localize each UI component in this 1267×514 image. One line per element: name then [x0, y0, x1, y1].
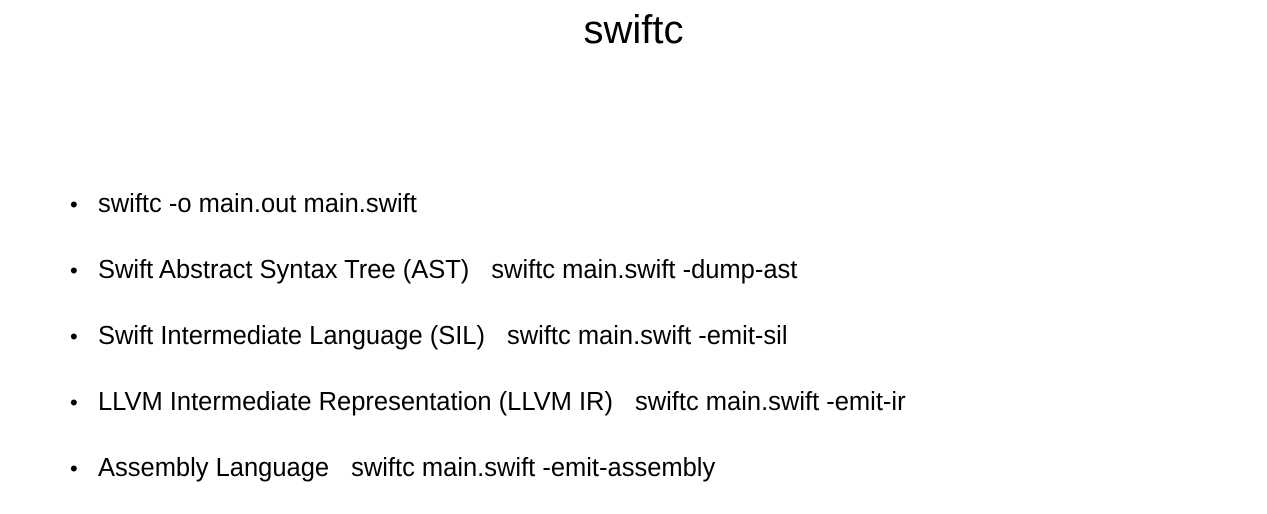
bullet-icon: • [70, 324, 78, 349]
list-item-body: Assembly Language swiftc main.swift -emit… [98, 448, 715, 488]
stage-label: swiftc -o main.out main.swift [98, 190, 417, 218]
stage-command: swiftc main.swift -emit-ir [634, 388, 906, 416]
list-item: • LLVM Intermediate Representation (LLVM… [70, 382, 1220, 448]
stage-command: swiftc main.swift -emit-sil [506, 322, 788, 350]
stage-label: LLVM Intermediate Representation (LLVM I… [98, 388, 613, 416]
stage-command: swiftc main.swift -emit-assembly [351, 454, 716, 482]
list-item: • swiftc -o main.out main.swift [70, 184, 1220, 250]
stage-label: Swift Abstract Syntax Tree (AST) [98, 256, 470, 284]
bullet-icon: • [70, 258, 78, 283]
bullet-icon: • [70, 390, 78, 415]
stage-command: swiftc main.swift -dump-ast [491, 256, 798, 284]
bullet-icon: • [70, 456, 78, 481]
page-title: swiftc [583, 8, 684, 52]
slide-canvas: swiftc • swiftc -o main.out main.swift •… [70, 8, 906, 482]
list-item-body: Swift Abstract Syntax Tree (AST) swiftc m… [98, 250, 797, 290]
list-item-body: Swift Intermediate Language (SIL) swiftc … [98, 316, 788, 356]
list-item: • Assembly Language swiftc main.swift -em… [70, 448, 1220, 514]
list-item-body: LLVM Intermediate Representation (LLVM I… [98, 382, 906, 422]
list-item-body: swiftc -o main.out main.swift [98, 184, 417, 224]
list-item: • Swift Abstract Syntax Tree (AST) swiftc… [70, 250, 1220, 316]
list-item: • Swift Intermediate Language (SIL) swift… [70, 316, 1220, 382]
stage-label: Assembly Language [98, 454, 330, 482]
stage-label: Swift Intermediate Language (SIL) [98, 322, 485, 350]
bullet-icon: • [70, 192, 78, 217]
bullet-list: • swiftc -o main.out main.swift • Swift … [70, 184, 1220, 514]
